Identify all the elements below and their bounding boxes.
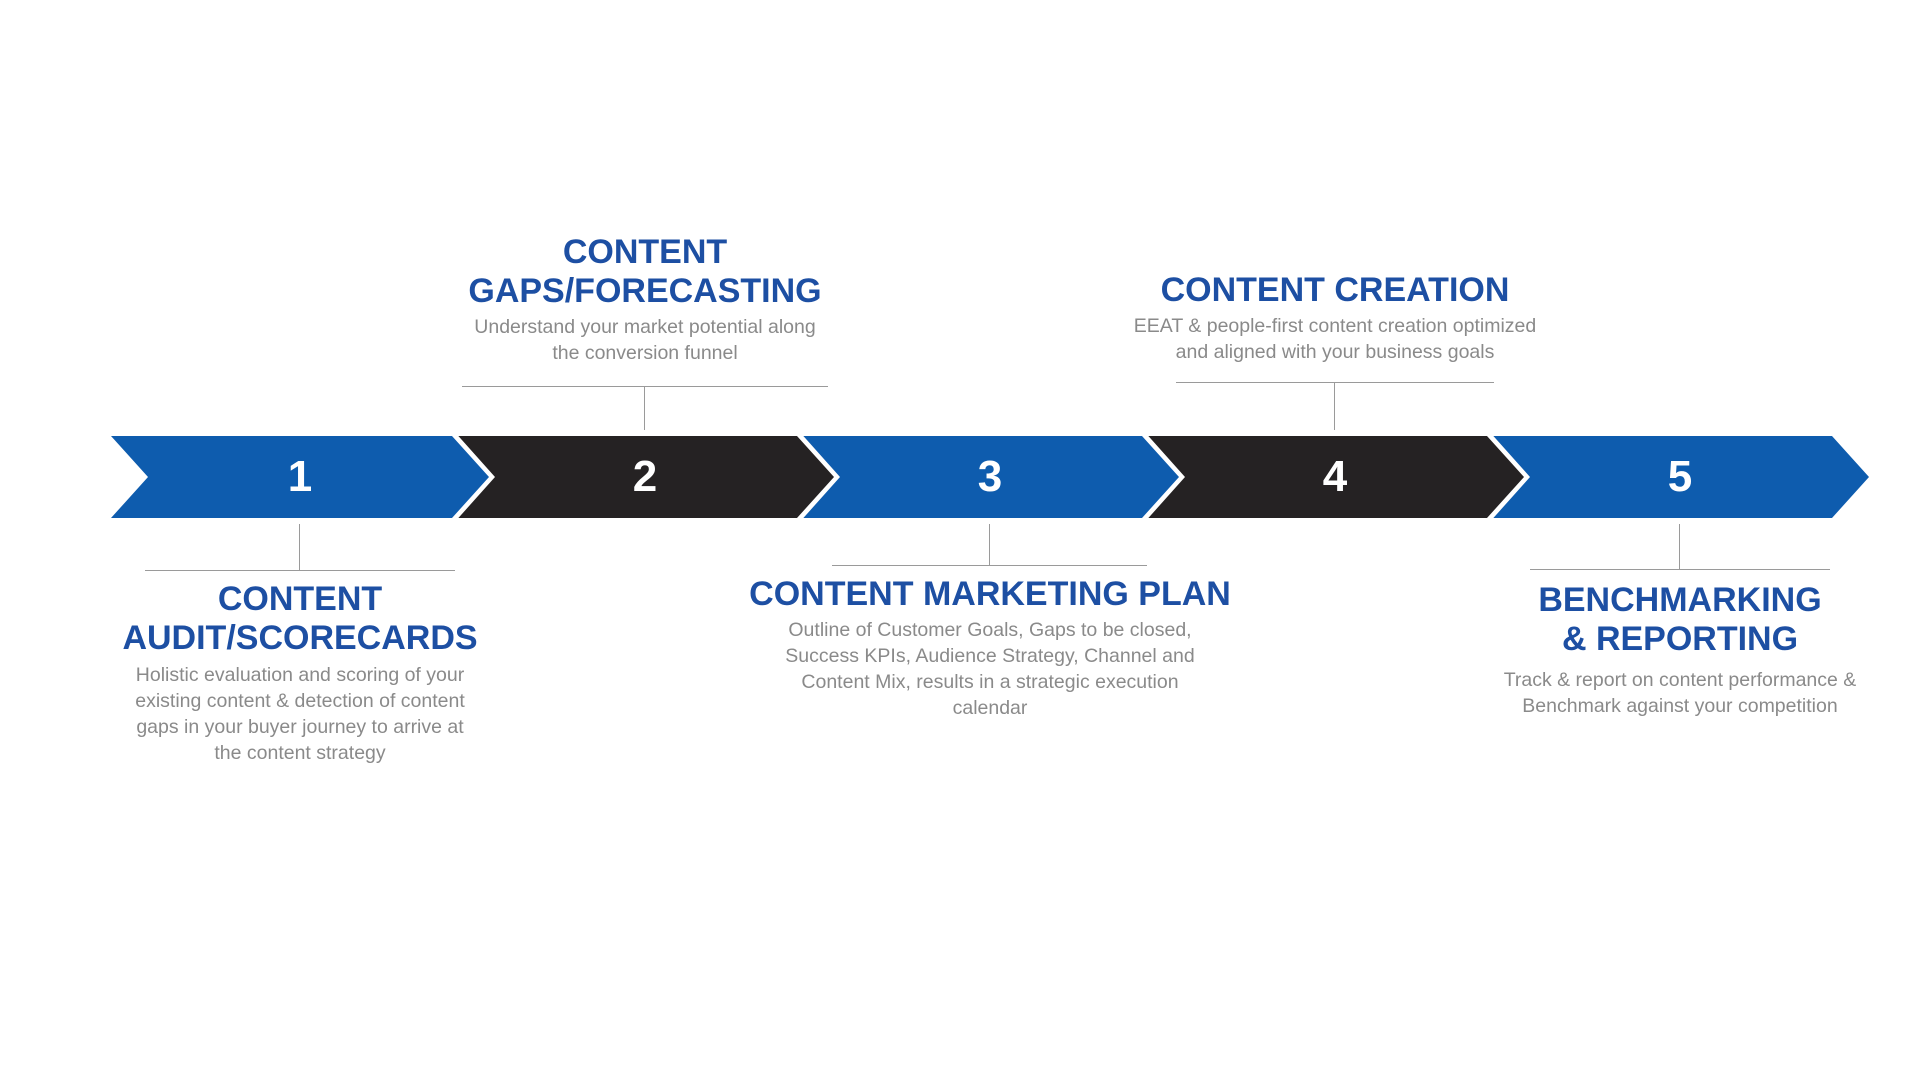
step-3-number: 3 — [977, 452, 1003, 501]
step-3-description: Outline of Customer Goals, Gaps to be cl… — [785, 619, 1195, 719]
step-3-connector-line — [989, 524, 990, 565]
step-1-bracket-line — [145, 570, 455, 571]
step-5-arrow-fill — [1491, 436, 1869, 518]
step-2-connector-line — [644, 386, 645, 430]
step-5-number: 5 — [1667, 452, 1693, 501]
step-1-title: CONTENT AUDIT/SCORECARDS — [122, 580, 478, 657]
step-1-arrow: 1 — [105, 430, 495, 524]
step-2-description: Understand your market potential along t… — [474, 316, 816, 364]
step-1-arrow-fill — [111, 436, 489, 518]
step-4-connector-line — [1334, 382, 1335, 430]
step-5-arrow: 5 — [1485, 430, 1875, 524]
step-5-description: Track & report on content performance & … — [1503, 669, 1857, 717]
step-5-bracket-line — [1530, 569, 1830, 570]
step-5-title: BENCHMARKING & REPORTING — [1538, 581, 1822, 658]
step-2-title: CONTENT GAPS/FORECASTING — [468, 233, 822, 310]
step-3-arrow-fill — [801, 436, 1179, 518]
step-2-arrow-fill — [456, 436, 834, 518]
step-2-bracket-line — [462, 386, 828, 387]
step-1-number: 1 — [287, 452, 313, 501]
step-4-arrow: 4 — [1140, 430, 1530, 524]
step-3-arrow: 3 — [795, 430, 1185, 524]
step-4-arrow-fill — [1146, 436, 1524, 518]
step-4-description: EEAT & people-first content creation opt… — [1133, 315, 1537, 363]
step-2-number: 2 — [632, 452, 658, 501]
step-1-description: Holistic evaluation and scoring of your … — [135, 664, 465, 764]
process-arrow-band: 1 2 3 4 5 — [105, 430, 1875, 524]
step-2-arrow: 2 — [450, 430, 840, 524]
step-3-bracket-line — [832, 565, 1147, 566]
step-4-bracket-line — [1176, 382, 1494, 383]
step-4-number: 4 — [1322, 452, 1348, 501]
step-4-title: CONTENT CREATION — [1160, 271, 1510, 309]
step-5-connector-line — [1679, 524, 1680, 569]
step-1-connector-line — [299, 524, 300, 570]
step-3-title: CONTENT MARKETING PLAN — [749, 575, 1231, 613]
